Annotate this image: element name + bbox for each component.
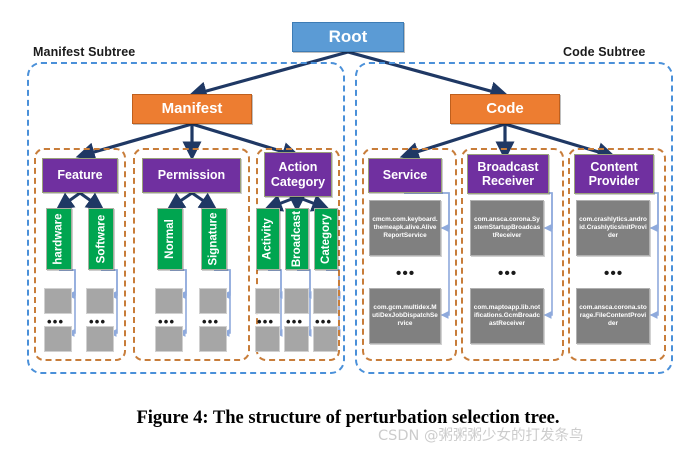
node-action-broadcast[interactable]: Broadcast bbox=[285, 208, 309, 270]
placeholder-box[interactable] bbox=[44, 326, 72, 352]
node-permission-normal-label: Normal bbox=[163, 219, 176, 259]
ellipsis: ••• bbox=[257, 314, 275, 329]
node-permission-normal[interactable]: Normal bbox=[157, 208, 183, 270]
placeholder-box[interactable] bbox=[255, 288, 280, 314]
placeholder-box[interactable] bbox=[199, 326, 227, 352]
placeholder-box[interactable] bbox=[284, 326, 309, 352]
figure-caption: Figure 4: The structure of perturbation … bbox=[136, 408, 560, 428]
node-root[interactable]: Root bbox=[292, 22, 404, 52]
node-permission-signature[interactable]: Signature bbox=[201, 208, 227, 270]
placeholder-box[interactable] bbox=[255, 326, 280, 352]
leaf-content-provider-2[interactable]: com.ansca.corona.storage.FileContentProv… bbox=[576, 288, 650, 344]
ellipsis: ••• bbox=[202, 314, 220, 329]
placeholder-box[interactable] bbox=[313, 288, 338, 314]
node-content-provider-line1: Content bbox=[590, 159, 638, 174]
leaf-broadcast-receiver-2[interactable]: com.maptoapp.lib.notifications.GcmBroadc… bbox=[470, 288, 544, 344]
group-content-provider bbox=[568, 148, 666, 361]
manifest-subtree-container bbox=[27, 62, 345, 374]
ellipsis: ••• bbox=[315, 314, 333, 329]
placeholder-box[interactable] bbox=[313, 326, 338, 352]
node-action-category-child[interactable]: Category bbox=[314, 208, 338, 270]
node-action-category[interactable]: Action Category bbox=[264, 152, 332, 197]
node-action-activity[interactable]: Activity bbox=[256, 208, 280, 270]
node-broadcast-receiver-line2: Receiver bbox=[481, 174, 535, 188]
placeholder-box[interactable] bbox=[86, 326, 114, 352]
node-content-provider-line2: Provider bbox=[588, 174, 640, 188]
node-permission-signature-label: Signature bbox=[207, 212, 220, 266]
node-content-provider[interactable]: Content Provider bbox=[574, 154, 654, 194]
placeholder-box[interactable] bbox=[44, 288, 72, 314]
node-broadcast-receiver[interactable]: Broadcast Receiver bbox=[467, 154, 549, 194]
node-feature-hardware[interactable]: hardware bbox=[46, 208, 72, 270]
ellipsis: ••• bbox=[498, 265, 518, 282]
node-permission[interactable]: Permission bbox=[142, 158, 241, 193]
ellipsis: ••• bbox=[604, 265, 624, 282]
ellipsis: ••• bbox=[47, 314, 65, 329]
manifest-subtree-label: Manifest Subtree bbox=[33, 45, 136, 59]
node-action-category-child-label: Category bbox=[319, 214, 332, 264]
node-feature-software[interactable]: Software bbox=[88, 208, 114, 270]
node-manifest[interactable]: Manifest bbox=[132, 94, 252, 124]
ellipsis: ••• bbox=[396, 265, 416, 282]
placeholder-box[interactable] bbox=[86, 288, 114, 314]
leaf-service-2[interactable]: com.gcm.multidex.MutiDexJobDispatchServi… bbox=[369, 288, 441, 344]
ellipsis: ••• bbox=[286, 314, 304, 329]
leaf-content-provider-1[interactable]: com.crashlytics.android.CrashlyticsInitP… bbox=[576, 200, 650, 256]
code-subtree-container bbox=[355, 62, 673, 374]
node-action-category-line2: Category bbox=[270, 174, 326, 189]
node-feature[interactable]: Feature bbox=[42, 158, 118, 193]
node-action-broadcast-label: Broadcast bbox=[290, 210, 303, 268]
placeholder-box[interactable] bbox=[155, 326, 183, 352]
placeholder-box[interactable] bbox=[155, 288, 183, 314]
node-broadcast-receiver-line1: Broadcast bbox=[477, 159, 539, 174]
leaf-broadcast-receiver-1[interactable]: com.ansca.corona.SystemStartupBroadcastR… bbox=[470, 200, 544, 256]
placeholder-box[interactable] bbox=[199, 288, 227, 314]
placeholder-box[interactable] bbox=[284, 288, 309, 314]
node-feature-hardware-label: hardware bbox=[52, 213, 65, 265]
node-service[interactable]: Service bbox=[368, 158, 442, 193]
node-feature-software-label: Software bbox=[94, 214, 107, 264]
node-action-activity-label: Activity bbox=[261, 218, 274, 260]
code-subtree-label: Code Subtree bbox=[563, 45, 646, 59]
leaf-service-1[interactable]: cmcm.com.keyboard.themeapk.alive.AliveRe… bbox=[369, 200, 441, 256]
ellipsis: ••• bbox=[158, 314, 176, 329]
node-code[interactable]: Code bbox=[450, 94, 560, 124]
ellipsis: ••• bbox=[89, 314, 107, 329]
node-action-category-line1: Action bbox=[278, 160, 318, 175]
csdn-watermark: CSDN @粥粥粥少女的打发条鸟 bbox=[378, 428, 584, 444]
